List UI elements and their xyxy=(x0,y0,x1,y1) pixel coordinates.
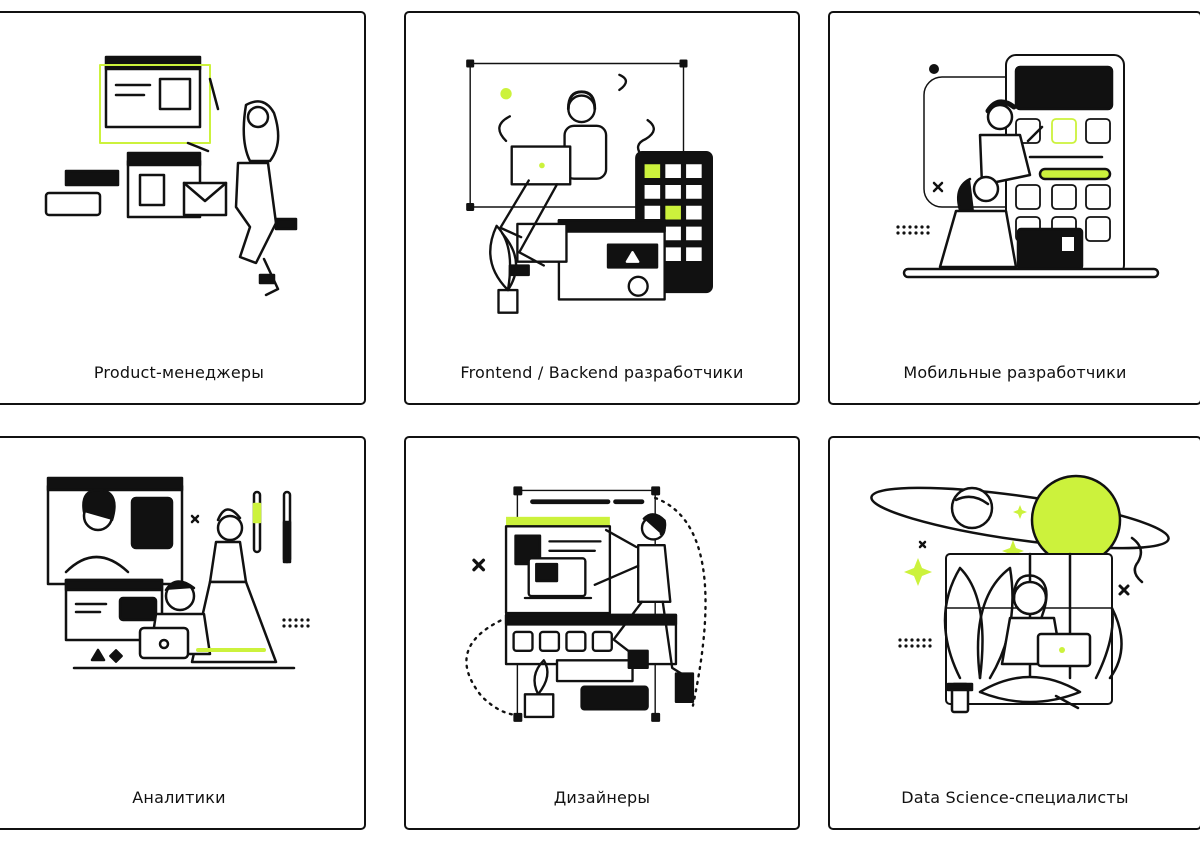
card-label: Product-менеджеры xyxy=(93,363,265,382)
card-label: Аналитики xyxy=(132,788,226,807)
person-window-envelope-illustration xyxy=(44,55,298,297)
designer-layout-illustration xyxy=(465,486,707,722)
category-card-analysts[interactable]: Аналитики xyxy=(0,436,366,830)
card-label: Дизайнеры xyxy=(553,788,651,807)
data-scientist-planet-illustration xyxy=(870,474,1170,714)
category-card-mobile-developers[interactable]: Мобильные разработчики xyxy=(828,11,1200,405)
card-label: Data Science-специалисты xyxy=(901,788,1129,807)
category-card-product-managers[interactable]: Product-менеджеры xyxy=(0,11,366,405)
card-label: Мобильные разработчики xyxy=(903,363,1127,382)
analytics-team-illustration xyxy=(46,476,310,670)
category-card-designers[interactable]: Дизайнеры xyxy=(404,436,800,830)
developer-laptop-headphones-illustration xyxy=(466,59,713,314)
card-label: Frontend / Backend разработчики xyxy=(460,363,744,382)
category-card-frontend-backend-developers[interactable]: Frontend / Backend разработчики xyxy=(404,11,800,405)
mobile-app-team-illustration xyxy=(896,54,1160,279)
category-card-data-science-specialists[interactable]: Data Science-специалисты xyxy=(828,436,1200,830)
